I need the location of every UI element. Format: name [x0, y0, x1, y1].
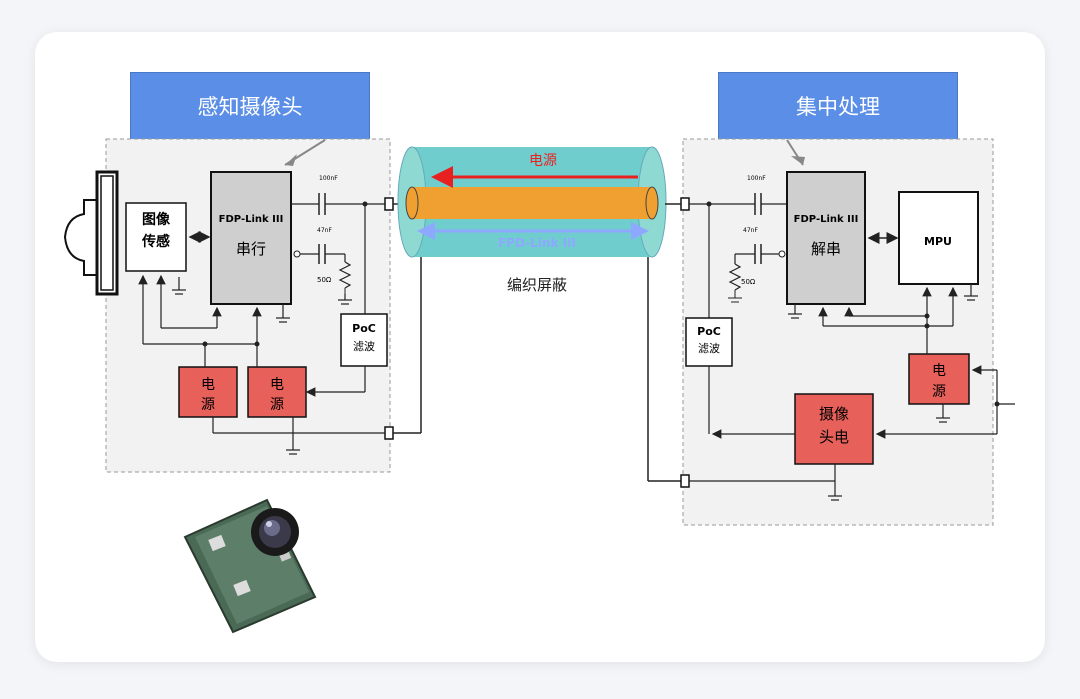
camera-power-line2: 头电: [819, 428, 849, 446]
cable-power-label: 电源: [529, 153, 557, 169]
diagram-card: 感知摄像头 集中处理 图像 传感 FDP-Link III: [35, 32, 1045, 662]
serializer-name: FDP-Link III: [219, 214, 284, 225]
right-signal-connector: [680, 197, 690, 211]
right-resistor-label: 50Ω: [741, 278, 756, 286]
left-cap-bottom-label: 47nF: [317, 227, 332, 234]
right-cap-top-label: 100nF: [747, 175, 766, 182]
right-header-label: 集中处理: [796, 95, 880, 119]
left-header-label: 感知摄像头: [197, 95, 303, 119]
left-poc-line2: 滤波: [353, 340, 375, 353]
lens-icon: [63, 170, 119, 296]
mpu-block: [898, 191, 979, 285]
right-shield-connector: [680, 474, 690, 488]
right-poc-line2: 滤波: [698, 342, 720, 355]
schematic: 图像 传感 FDP-Link III 串行 100nF 47nF 50Ω PoC…: [63, 138, 1015, 634]
cable-link-label: FPD-Link III: [498, 236, 576, 250]
left-power-2-line2: 源: [270, 397, 284, 413]
ground-symbols-left: [172, 277, 352, 455]
mpu-label: MPU: [924, 235, 952, 248]
left-resistor-label: 50Ω: [317, 276, 332, 284]
deserializer-chip: [786, 171, 866, 305]
right-poc-filter: [685, 317, 733, 367]
right-resistor: [728, 263, 742, 291]
left-signal-connector: [384, 197, 394, 211]
left-poc-filter: [340, 313, 388, 367]
left-resistor: [338, 261, 352, 289]
image-sensor-block: [125, 202, 187, 272]
left-pointer-arrowhead: [285, 154, 297, 166]
right-power-block: [908, 353, 970, 405]
cable-shield-label: 编织屏蔽: [507, 276, 567, 294]
deserializer-name: FDP-Link III: [794, 214, 859, 225]
camera-power-line1: 摄像: [819, 405, 849, 423]
camera-module-image: [183, 498, 317, 634]
left-header: 感知摄像头: [130, 72, 370, 140]
right-pointer-arrowhead: [791, 156, 805, 165]
right-poc-line1: PoC: [697, 325, 721, 338]
right-power-line1: 电: [932, 363, 946, 379]
left-power-1: [178, 366, 238, 418]
camera-power-block: [794, 393, 874, 465]
left-power-1-line2: 源: [201, 397, 215, 413]
right-power-line2: 源: [932, 384, 946, 400]
left-shield-connector: [384, 426, 394, 440]
ground-symbols-right: [788, 284, 978, 501]
left-cap-top-label: 100nF: [319, 175, 338, 182]
left-power-2: [247, 366, 307, 418]
right-cap-bottom-label: 47nF: [743, 227, 758, 234]
left-power-1-line1: 电: [201, 377, 215, 393]
serializer-chip: [210, 171, 292, 305]
image-sensor-line1: 图像: [142, 211, 171, 228]
coax-cable: [397, 146, 667, 258]
image-sensor-line2: 传感: [141, 233, 170, 250]
serializer-role: 串行: [236, 240, 266, 258]
left-power-2-line1: 电: [270, 377, 284, 393]
left-poc-line1: PoC: [352, 322, 376, 335]
deserializer-role: 解串: [811, 240, 841, 258]
